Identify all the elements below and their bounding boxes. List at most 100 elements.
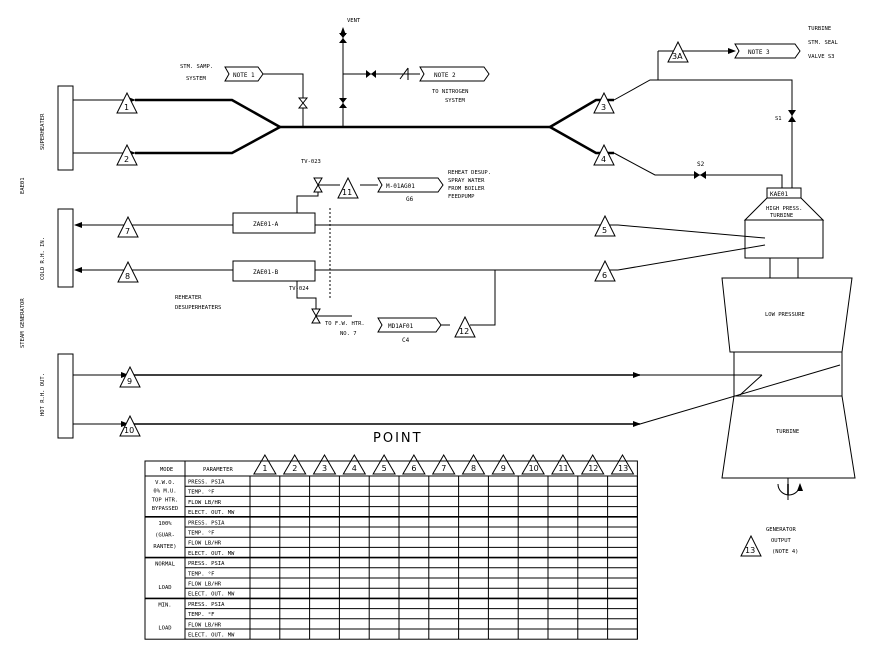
tv024-valve-b [311,314,321,324]
table-param-label: FLOW LB/HR [188,541,222,547]
svg-text:5: 5 [602,226,607,235]
reheat-desup-4: FEEDPUMP [448,194,475,200]
table-mode-label: BYPASSED [152,506,179,512]
table-mode-label: LOAD [158,585,171,591]
to-fw-htr-2: NO. 7 [340,331,357,337]
table-point-label: 2 [292,464,297,473]
table-point-label: 12 [588,464,598,473]
gen-output-2: OUTPUT [771,538,792,544]
nitrogen-valve [366,70,371,78]
svg-text:8: 8 [125,272,130,281]
line-6 [617,244,766,271]
s2-valve-b [700,171,706,179]
table-mode-label: RANTEE) [153,544,176,550]
hp-turbine-label-1: HIGH PRESS. [766,206,802,212]
line-10-to-lp [639,364,841,425]
vent-valve-upper-b [339,38,347,43]
line-9-to-lp-b [739,374,763,396]
check-valve [399,67,409,80]
line-4-to-turbine [613,152,783,190]
tv023-valve-b [313,183,323,193]
vent-label: VENT [347,18,361,24]
marker-6: 6 [594,259,616,282]
kae01-text: KAE01 [770,191,788,198]
tv024-valve [311,308,321,318]
table-point-marker [342,454,367,475]
table-param-label: FLOW LB/HR [188,622,222,628]
table-param-label: ELECT. OUT. MW [188,633,235,639]
generator-rotation-icon [777,483,803,496]
eae01-label: EAE01 [20,177,26,194]
line-5 [617,224,766,239]
table-param-label: TEMP. °F [188,490,215,496]
steam-generator-label: STEAM GENERATOR [20,298,26,348]
table-param-label: ELECT. OUT. MW [188,592,235,598]
stm-samp-1: STM. SAMP. [180,64,213,70]
turbine-seal-2: STM. SEAL [808,40,838,46]
vent-valve-upper [339,33,347,38]
svg-text:4: 4 [601,155,606,164]
vent-valve-lower [339,98,347,103]
gen-output-1: GENERATOR [766,527,796,533]
note2-text: NOTE 2 [434,72,456,79]
table-point-label: 9 [501,464,506,473]
svg-text:1: 1 [124,103,129,112]
table-param-label: PRESS. PSIA [188,480,225,486]
hp-turbine-body [744,219,824,259]
svg-text:9: 9 [127,377,132,386]
marker-9: 9 [119,365,141,388]
turbine-label: TURBINE [776,429,799,435]
to-nitrogen-1: TO NITROGEN [432,89,468,95]
table-point-label: 1 [262,464,267,473]
nitrogen-valve-b [371,70,376,78]
table-header-parameter: PARAMETER [203,467,233,473]
turbine-seal-3: VALVE S3 [808,54,835,60]
marker-10: 10 [119,414,141,437]
cold-rh-box [57,208,74,288]
line-1-main [135,98,281,129]
line-12 [470,270,496,326]
s2-valve [694,171,700,179]
table-mode-label: 0% M.U. [153,489,176,495]
table-point-label: 4 [352,464,357,473]
note2-tag [419,66,490,82]
m01ag01-text: M-01AG01 [386,183,415,190]
table-point-marker [491,454,516,475]
g6-label: G6 [406,196,414,203]
table-point-marker [312,454,337,475]
note3-tag [734,43,801,59]
table-point-label: 6 [411,464,416,473]
stm-samp-2: SYSTEM [186,76,207,82]
gen-output-3: (NOTE 4) [772,549,799,555]
to-fw-htr-1: TO F.W. HTR. [325,321,365,327]
table-mode-label: NORMAL [155,562,176,568]
table-param-label: PRESS. PSIA [188,602,225,608]
table-param-label: ELECT. OUT. MW [188,510,235,516]
tv023-label: TV-023 [301,159,321,165]
s1-valve [788,110,796,116]
marker-1: 1 [116,91,138,114]
vent-valve-lower-b [339,103,347,108]
table-param-label: PRESS. PSIA [188,520,225,526]
hot-rh-box [57,353,74,439]
zae01b-box [232,260,316,282]
s1-valve-b [788,116,796,122]
turbine-seal-1: TURBINE [808,26,831,32]
reheat-desup-1: REHEAT DESUP. [448,170,491,176]
md1af01-text: MD1AF01 [388,323,414,330]
zae01a-box [232,212,316,234]
svg-text:3A: 3A [672,52,683,61]
lp-turbine-lower [721,395,856,479]
table-point-label: 11 [558,464,568,473]
svg-text:7: 7 [125,227,130,236]
spray-line-a [296,184,340,213]
marker-8: 8 [117,260,139,283]
table-mode-label: (GUAR- [155,532,175,538]
note1-text: NOTE 1 [233,72,255,79]
to-nitrogen-2: SYSTEM [445,98,466,104]
note1-tag [224,66,264,82]
hot-rh-label: HOT R.H. OUT. [40,373,46,416]
stm-samp-valve [297,97,309,104]
marker-2: 2 [116,143,138,166]
